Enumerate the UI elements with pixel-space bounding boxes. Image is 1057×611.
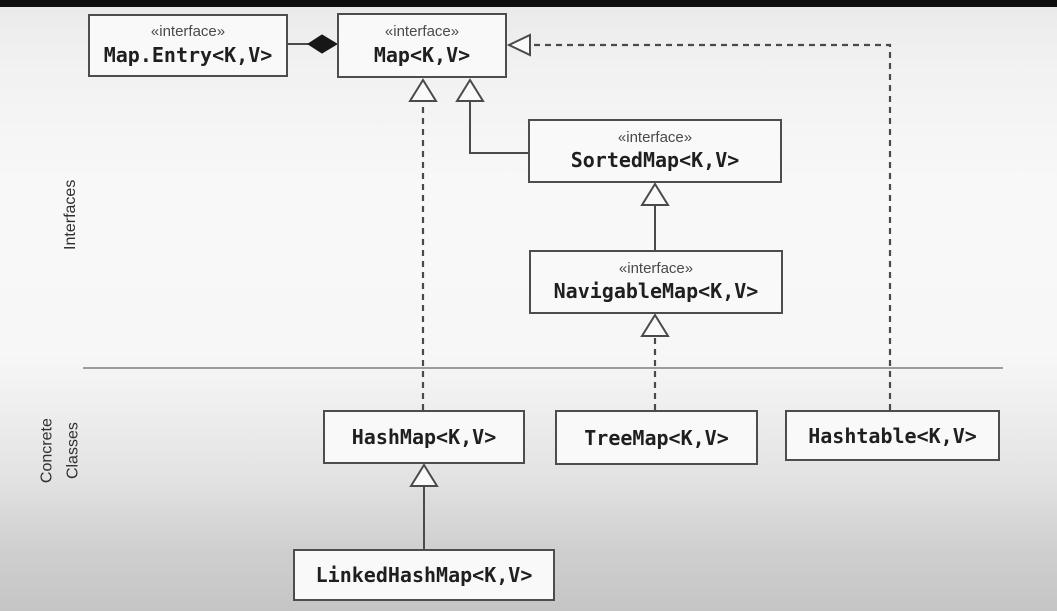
section-divider-line (83, 367, 1003, 369)
class-name-label: Map<K,V> (373, 42, 471, 67)
stereotype-label: «interface» (618, 259, 694, 277)
hollow-triangle-icon-linkedhashmap (409, 463, 439, 487)
class-name-label: SortedMap<K,V> (570, 148, 740, 173)
top-letterbox-bar (0, 0, 1057, 7)
hollow-triangle-icon-treemap (640, 313, 670, 337)
node-sortedmap-interface: «interface» SortedMap<K,V> (528, 119, 782, 183)
section-label-line: Concrete (38, 418, 56, 484)
node-linkedhashmap-class: LinkedHashMap<K,V> (293, 549, 555, 601)
node-map-entry-interface: «interface» Map.Entry<K,V> (88, 14, 288, 77)
class-name-label: HashMap<K,V> (351, 425, 497, 449)
section-label-concrete-classes: Concrete Classes (34, 356, 85, 546)
stereotype-label: «interface» (617, 128, 693, 146)
hollow-triangle-icon-sortedmap (455, 78, 485, 102)
section-label-line: Classes (64, 422, 81, 480)
class-name-label: NavigableMap<K,V> (553, 279, 759, 304)
stereotype-label: «interface» (384, 23, 460, 41)
hollow-triangle-icon-navigablemap (640, 182, 670, 206)
stereotype-label: «interface» (150, 23, 226, 41)
class-name-label: LinkedHashMap<K,V> (315, 563, 533, 587)
node-hashmap-class: HashMap<K,V> (323, 410, 525, 464)
section-label-interfaces: Interfaces (62, 179, 80, 250)
class-name-label: TreeMap<K,V> (584, 425, 729, 450)
class-name-label: Hashtable<K,V> (808, 423, 977, 448)
node-treemap-class: TreeMap<K,V> (555, 410, 758, 465)
hollow-triangle-icon-hashmap (408, 78, 438, 102)
realization-edge-hashtable-map (531, 43, 892, 410)
composition-diamond-icon (307, 34, 338, 54)
class-name-label: Map.Entry<K,V> (103, 42, 273, 67)
node-hashtable-class: Hashtable<K,V> (785, 410, 1000, 461)
generalization-edge-sortedmap-map (469, 102, 528, 154)
node-navigablemap-interface: «interface» NavigableMap<K,V> (529, 250, 783, 314)
node-map-interface: «interface» Map<K,V> (337, 13, 507, 78)
hollow-triangle-icon-hashtable (506, 33, 531, 57)
